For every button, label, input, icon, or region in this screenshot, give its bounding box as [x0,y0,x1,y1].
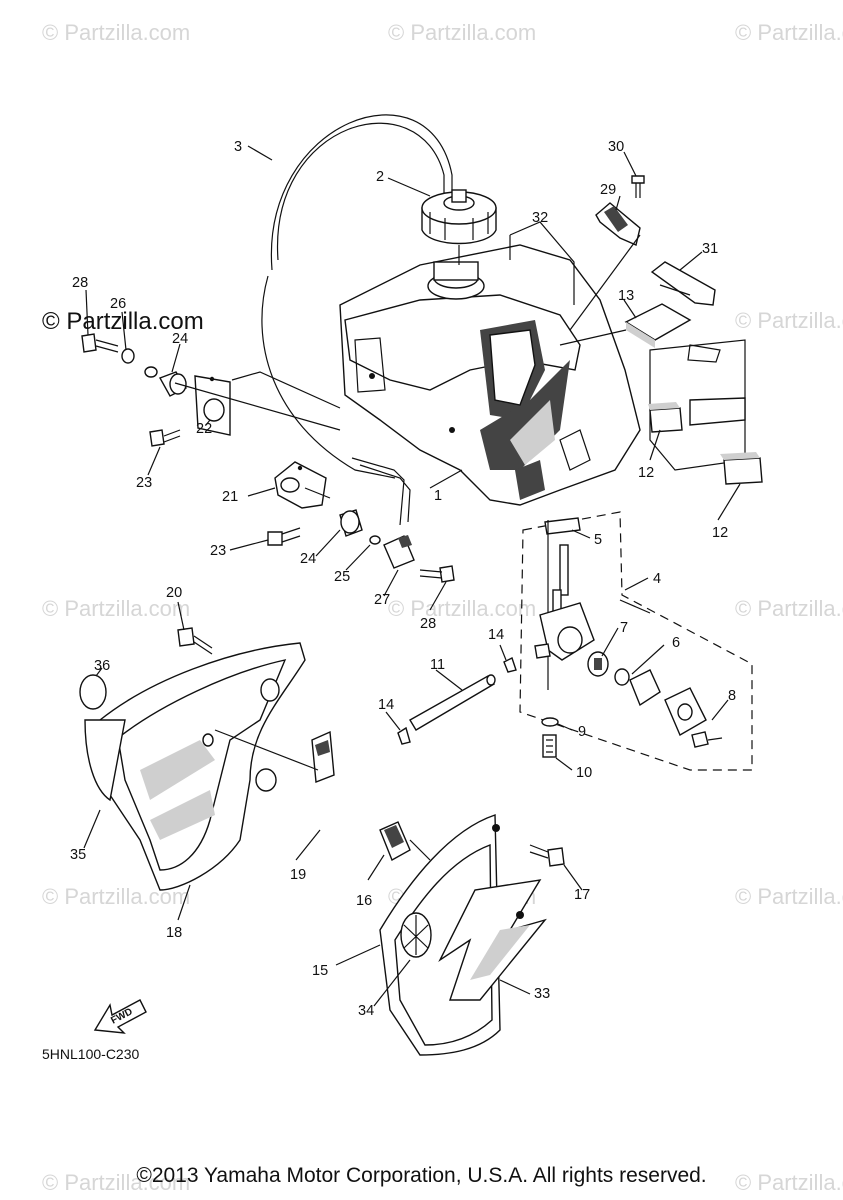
part-label: 24 [300,551,316,567]
part-label: 28 [420,616,436,632]
part-label: 30 [608,139,624,155]
damper-12a [649,407,683,433]
part-label: 24 [172,331,188,347]
part-label: 29 [600,182,616,198]
part-label: 19 [290,867,306,883]
clip-14a [503,657,517,673]
part-label: 25 [334,569,350,585]
part-label: 5 [594,532,602,548]
part-label: 35 [70,847,86,863]
part-label: 32 [532,210,548,226]
part-label: 7 [620,620,628,636]
part-label: 12 [638,465,654,481]
part-label: 23 [136,475,152,491]
part-label: 15 [312,963,328,979]
clip-31 [650,261,716,306]
part-label: 34 [358,1003,374,1019]
watermark: © Partzilla.com [735,308,843,333]
left-side-cover [79,627,335,891]
part-label: 6 [672,635,680,651]
fuel-tank [339,244,641,506]
part-label: 28 [72,275,88,291]
part-label: 36 [94,658,110,674]
watermark: © Partzilla.com [42,596,191,621]
left-mount-hardware [81,333,341,447]
part-label: 12 [712,525,728,541]
damper-12b [723,457,763,485]
fuel-cap [421,189,497,245]
part-label: 26 [110,296,126,312]
part-label: 22 [196,421,212,437]
part-label: 3 [234,139,242,155]
diagram-code: 5HNL100-C230 [42,1046,140,1062]
part-label: 16 [356,893,372,909]
fuel-cock [534,517,723,758]
part-number-labels: 1 2 3 4 5 6 7 8 9 10 11 12 12 13 14 14 1… [70,139,736,1019]
watermark: © Partzilla.com [735,884,843,909]
watermark: © Partzilla.com [388,20,537,45]
part-label: 23 [210,543,226,559]
copyright-notice: ©2013 Yamaha Motor Corporation, U.S.A. A… [136,1164,707,1187]
watermark: © Partzilla.com [735,20,843,45]
part-label: 27 [374,592,390,608]
part-label: 4 [653,571,661,587]
watermark: © Partzilla.com [735,1170,843,1195]
watermark: © Partzilla.com [388,596,537,621]
bolt-30 [631,175,645,184]
part-label: 1 [434,488,442,504]
watermark: © Partzilla.com [42,1170,191,1195]
part-label: 33 [534,986,550,1002]
part-label: 20 [166,585,182,601]
part-label: 21 [222,489,238,505]
watermark: © Partzilla.com [735,596,843,621]
forward-arrow-icon: FWD [93,999,147,1034]
part-label: 2 [376,169,384,185]
watermark: © Partzilla.com [42,20,191,45]
part-label: 17 [574,887,590,903]
part-label: 18 [166,925,182,941]
part-label: 14 [378,697,394,713]
clip-14b [397,726,411,745]
leader-lines [83,145,741,1007]
part-label: 11 [430,657,445,673]
part-label: 13 [618,288,634,304]
side-cover-panel [649,339,746,471]
part-label: 31 [702,241,718,257]
lower-mount-hardware [267,457,455,583]
part-label: 14 [488,627,504,643]
vent-hose [270,114,453,271]
fuel-hose-11 [409,675,496,731]
part-label: 10 [576,765,592,781]
part-label: 9 [578,724,586,740]
right-side-cover [379,814,565,1056]
part-label: 8 [728,688,736,704]
